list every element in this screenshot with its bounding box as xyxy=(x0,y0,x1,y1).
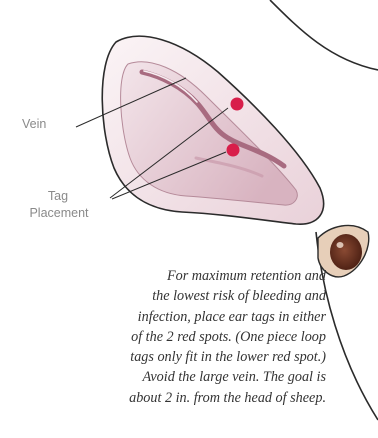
vein-label: Vein xyxy=(22,117,46,133)
caption-line: For maximum retention and xyxy=(0,266,326,286)
tag-placement-label-line2: Placement xyxy=(16,206,102,222)
tag-spot-lower xyxy=(227,144,240,157)
caption-line: about 2 in. from the head of sheep. xyxy=(0,388,326,408)
tag-placement-label-line1: Tag xyxy=(28,189,88,205)
caption-line: infection, place ear tags in either xyxy=(0,307,326,327)
caption-line: the lowest risk of bleeding and xyxy=(0,286,326,306)
tag-spot-upper xyxy=(231,98,244,111)
caption-line: of the 2 red spots. (One piece loop xyxy=(0,327,326,347)
caption-line: Avoid the large vein. The goal is xyxy=(0,367,326,387)
head-outline xyxy=(270,0,378,70)
caption-line: tags only fit in the lower red spot.) xyxy=(0,347,326,367)
instruction-caption: For maximum retention and the lowest ris… xyxy=(0,266,326,408)
